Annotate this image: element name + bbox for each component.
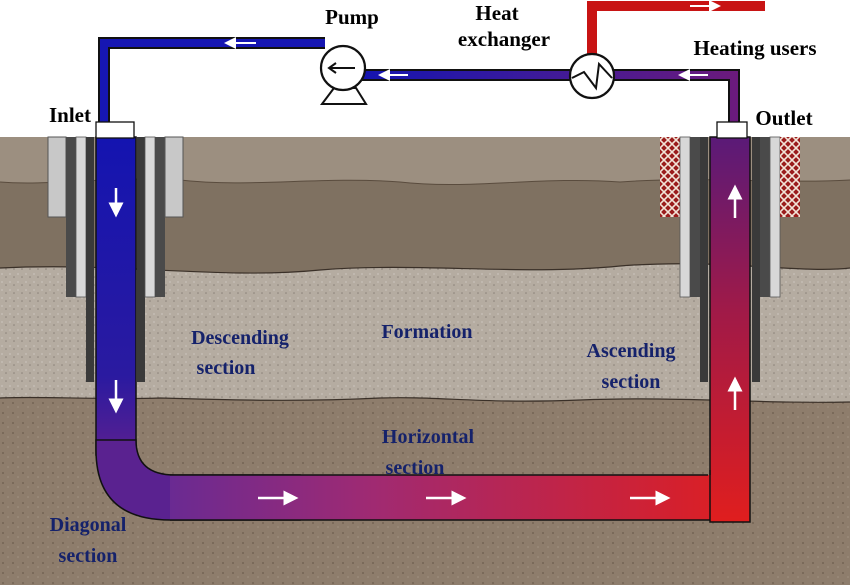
flow-arrows	[108, 184, 743, 506]
heat-exchanger-label-2: exchanger	[458, 27, 550, 51]
upper-rock-layer	[0, 137, 850, 185]
formation-label: Formation	[381, 321, 472, 343]
upper-middle-rock-layer	[0, 179, 850, 274]
heat-exchanger-label-1: Heat	[475, 1, 518, 25]
pump-icon	[319, 44, 368, 105]
labels: Pump Heat exchanger Heating users Inlet …	[49, 1, 817, 567]
pump-label: Pump	[325, 5, 379, 29]
descending-pipe	[95, 136, 137, 456]
horizontal-label-2: section	[386, 457, 445, 479]
diagonal-label-1: Diagonal	[50, 514, 127, 536]
ascending-label-1: Ascending	[587, 340, 676, 362]
outlet-well-casing	[660, 136, 800, 382]
inlet-well-casing	[47, 136, 184, 382]
inlet-label: Inlet	[49, 103, 91, 127]
descending-label-1: Descending	[191, 327, 289, 349]
insulation-left	[660, 137, 680, 217]
middle-rock-texture	[0, 263, 850, 403]
surface-piping	[95, 1, 765, 139]
outlet-wellhead	[716, 121, 748, 139]
surface-flow-arrows	[224, 0, 721, 81]
horizontal-label-1: Horizontal	[382, 426, 475, 448]
diagonal-label-2: section	[59, 545, 118, 567]
ascending-label-2: section	[602, 371, 661, 393]
outlet-label: Outlet	[755, 106, 812, 130]
ascending-pipe	[709, 136, 751, 523]
heat-exchanger-icon	[568, 52, 616, 100]
heating-users-label: Heating users	[693, 36, 816, 60]
inlet-wellhead	[95, 121, 135, 139]
descending-label-2: section	[197, 357, 256, 379]
insulation-right	[780, 137, 800, 217]
